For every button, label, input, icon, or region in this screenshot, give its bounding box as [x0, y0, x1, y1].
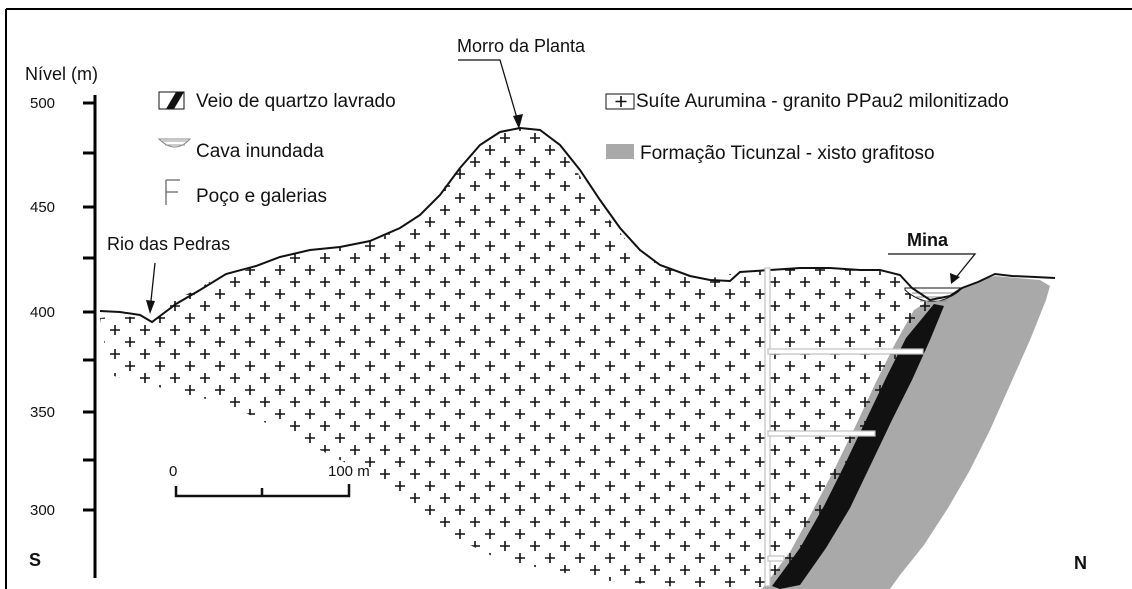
schist-legend-swatch	[606, 144, 634, 159]
mine-annotation: Mina	[888, 230, 977, 284]
river-annotation: Rio das Pedras	[107, 234, 230, 314]
legend-schist-label: Formação Ticunzal - xisto grafitoso	[640, 143, 935, 164]
legend-granite-label: Suíte Aurumina - granito PPau2 milonitiz…	[636, 91, 1009, 112]
legend-shaft-label: Poço e galerias	[196, 186, 327, 207]
legend-vein-label: Veio de quartzo lavrado	[196, 91, 396, 112]
mine-label: Mina	[907, 230, 949, 250]
hill-annotation: Morro da Planta	[457, 36, 586, 129]
north-label: N	[1074, 553, 1087, 573]
scale-start-label: 0	[169, 463, 177, 480]
legend-flooded-pit-label: Cava inundada	[196, 141, 324, 162]
legend-schist: Formação Ticunzal - xisto grafitoso	[606, 143, 935, 164]
river-label: Rio das Pedras	[107, 234, 230, 254]
shaft-legend-swatch	[165, 179, 180, 205]
south-label: S	[29, 550, 41, 570]
legend-flooded-pit: Cava inundada	[157, 138, 324, 162]
tick-label-450: 450	[30, 199, 55, 216]
shaft-and-galleries	[764, 267, 924, 587]
tick-label-500: 500	[30, 95, 55, 112]
legend-granite: Suíte Aurumina - granito PPau2 milonitiz…	[605, 91, 1009, 112]
legend-vein: Veio de quartzo lavrado	[158, 91, 396, 112]
tick-label-350: 350	[30, 404, 55, 421]
tick-label-400: 400	[30, 304, 55, 321]
topographic-surface	[99, 126, 1056, 324]
flooded-pit-legend-swatch	[157, 138, 192, 148]
axis-title: Nível (m)	[25, 64, 98, 84]
legend-shaft: Poço e galerias	[165, 179, 327, 207]
scale-bar: 0 100 m	[169, 463, 370, 498]
tick-label-300: 300	[30, 502, 55, 519]
hill-label: Morro da Planta	[457, 36, 586, 56]
scale-end-label: 100 m	[328, 463, 370, 480]
elevation-axis: Nível (m) 500 450 400 350 300	[25, 64, 98, 578]
